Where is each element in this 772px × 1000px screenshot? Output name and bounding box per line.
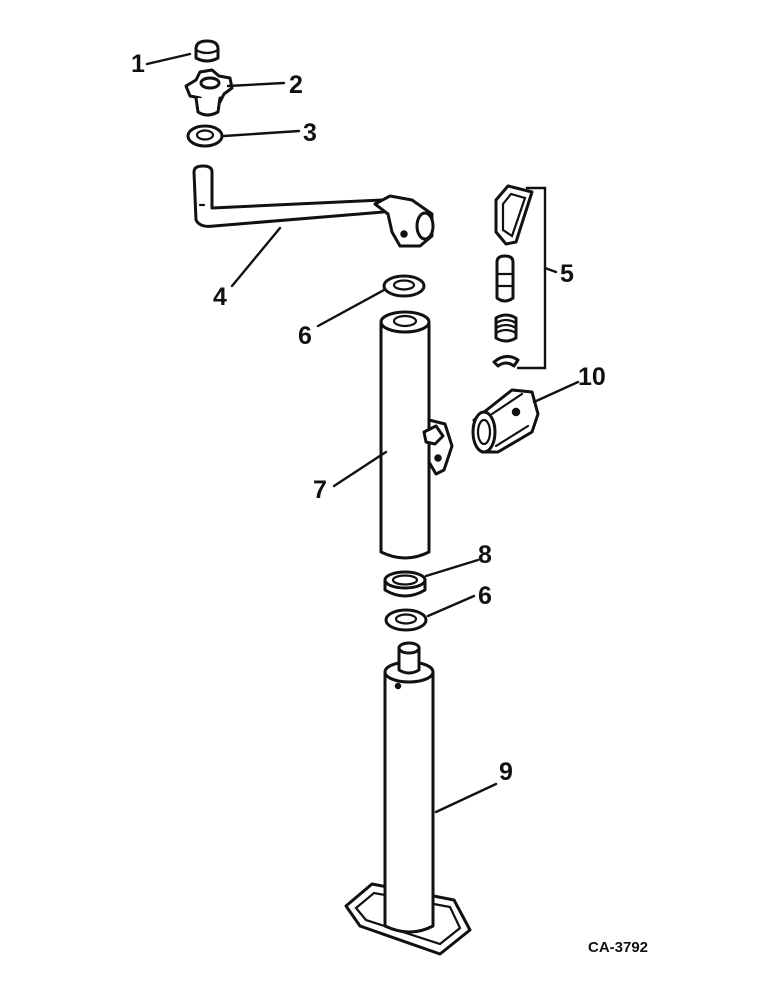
part-5-leader — [543, 266, 558, 274]
callout-3: 3 — [303, 119, 317, 147]
leader-10 — [532, 380, 580, 404]
leader-2 — [226, 81, 286, 88]
leader-1 — [145, 52, 192, 66]
leader-4 — [230, 226, 282, 288]
part-10-gear-sleeve — [471, 388, 540, 454]
part-8-bearing — [383, 570, 427, 598]
callout-6-upper: 6 — [298, 322, 312, 350]
leader-8 — [424, 558, 480, 578]
part-7-outer-tube — [379, 310, 454, 560]
leader-7 — [332, 450, 388, 488]
part-1-cap — [194, 39, 220, 63]
callout-9: 9 — [499, 758, 513, 786]
callout-8: 8 — [478, 541, 492, 569]
part-5-kit — [492, 184, 534, 368]
callout-10: 10 — [578, 363, 606, 391]
leader-3 — [222, 129, 301, 138]
callout-6-lower: 6 — [478, 582, 492, 610]
callout-7: 7 — [313, 476, 327, 504]
part-5-bracket — [516, 186, 547, 370]
leader-9 — [434, 782, 498, 814]
drawing-number: CA-3792 — [588, 939, 648, 956]
callout-2: 2 — [289, 71, 303, 99]
part-4-crank-handle — [192, 164, 435, 248]
callout-4: 4 — [213, 283, 227, 311]
part-2-knob — [184, 68, 234, 117]
leader-6a — [316, 288, 386, 328]
callout-1: 1 — [131, 50, 145, 78]
part-9-inner-tube — [344, 641, 472, 956]
leader-6b — [426, 594, 476, 618]
callout-5: 5 — [560, 260, 574, 288]
part-3-washer — [186, 124, 224, 148]
part-6-washer-lower — [384, 608, 428, 632]
part-6-washer-upper — [382, 274, 426, 298]
